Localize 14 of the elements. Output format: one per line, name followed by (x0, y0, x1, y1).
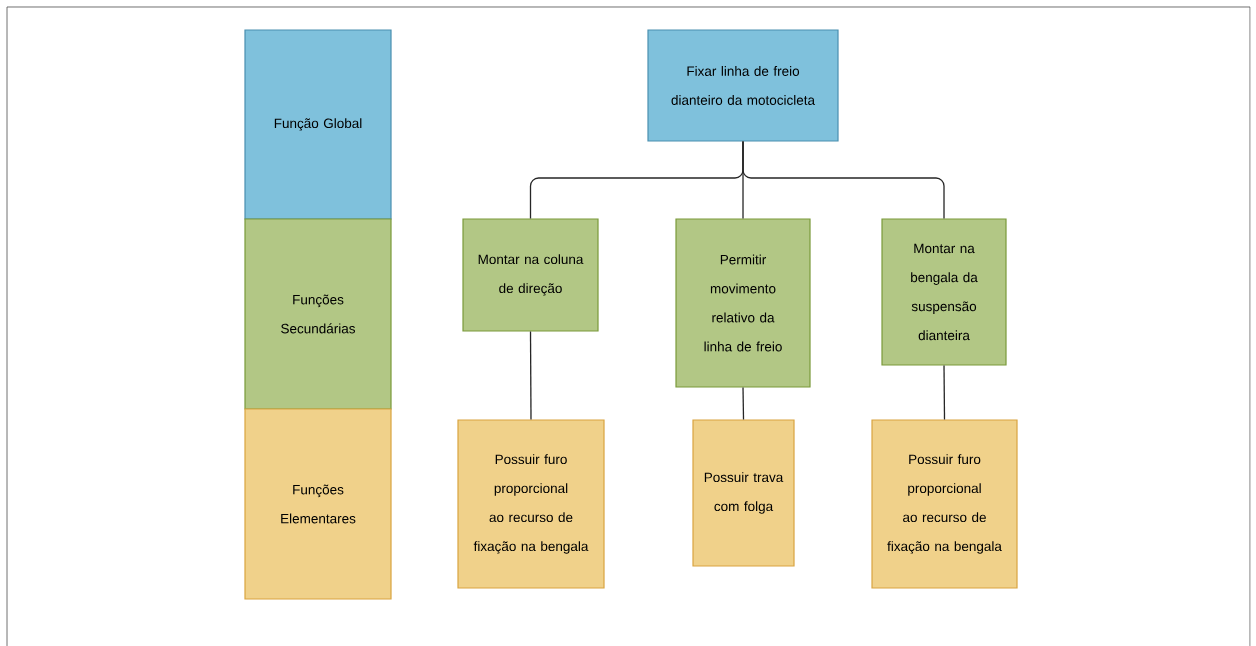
function-box: Montar na coluna de direção (462, 218, 599, 332)
function-box: Fixar linha de freio dianteiro da motocicleta (647, 29, 839, 142)
function-box: Montar na bengala da suspensão dianteira (881, 218, 1007, 366)
level-band: Funções Elementares (244, 408, 392, 600)
connector-line (742, 140, 945, 220)
function-box: Possuir furo proporcional ao recurso de fixação na bengala (871, 419, 1018, 589)
connector-line (943, 364, 946, 421)
function-box: Possuir furo proporcional ao recurso de fixação na bengala (457, 419, 605, 589)
connector-line (742, 386, 745, 421)
level-band: Funções Secundárias (244, 218, 392, 410)
level-band: Função Global (244, 29, 392, 220)
function-box: Possuir trava com folga (692, 419, 795, 567)
connector-line (529, 330, 532, 421)
function-box: Permitir movimento relativo da linha de freio (675, 218, 811, 388)
